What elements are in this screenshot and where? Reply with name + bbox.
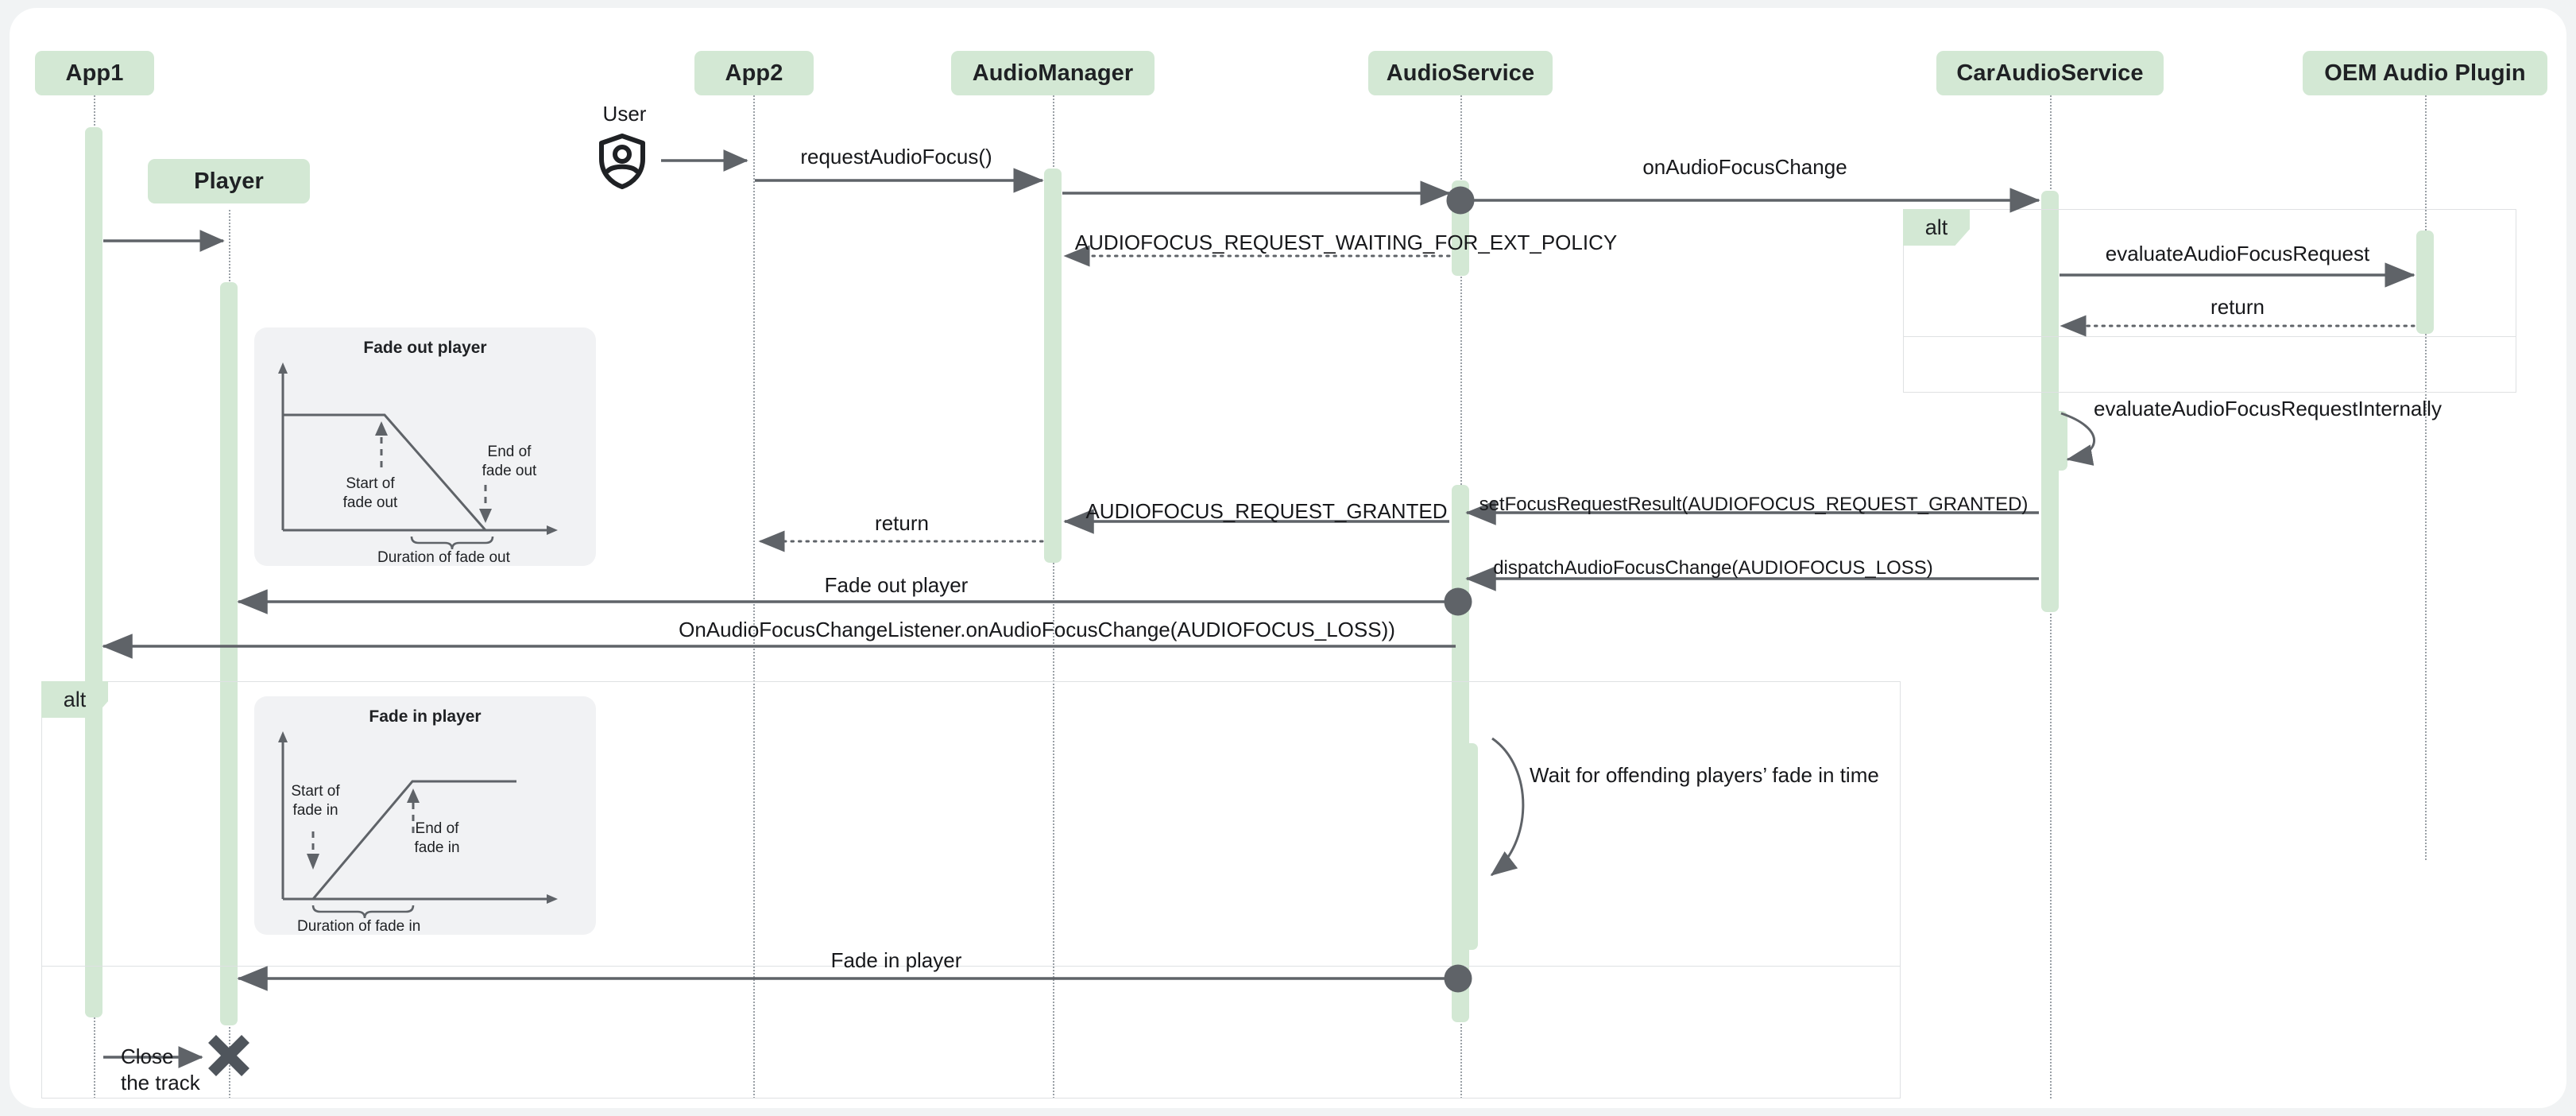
msg-label-fade-in-player: Fade in player bbox=[830, 948, 962, 972]
msg-label-oem-return: return bbox=[2210, 295, 2265, 319]
arrow-wait-fade-in-self bbox=[1490, 737, 1525, 877]
fragment-alt-top bbox=[1903, 209, 2516, 393]
fade-out-chart bbox=[278, 362, 558, 550]
activation-player bbox=[220, 282, 238, 1025]
fade-in-curve bbox=[311, 780, 516, 900]
msg-label-audiomanager-return: return bbox=[875, 511, 929, 535]
fade-out-curve bbox=[283, 413, 487, 531]
note-fade-in-player: Fade in player Start of fade in End of f… bbox=[254, 696, 596, 935]
actor-user[interactable] bbox=[598, 134, 647, 189]
fragment-alt-bottom-label: alt bbox=[63, 687, 87, 711]
participant-label-caraudioservice: CarAudioService bbox=[1956, 60, 2144, 86]
participant-player[interactable]: Player bbox=[148, 159, 310, 203]
note-fade-in-end-label: End of fade in bbox=[414, 820, 460, 856]
activation-app1 bbox=[85, 127, 102, 1017]
participant-label-audioservice: AudioService bbox=[1386, 60, 1535, 86]
msg-label-evaluate-internally: evaluateAudioFocusRequestInternally bbox=[2094, 397, 2442, 420]
msg-label-requestaudiofocus: requestAudioFocus() bbox=[800, 145, 992, 169]
note-fade-in-start-label: Start of fade in bbox=[291, 783, 340, 819]
fade-in-chart bbox=[278, 731, 558, 919]
msg-label-wait-fade-in: Wait for offending players’ fade in time bbox=[1530, 763, 1879, 789]
msg-label-evaluateaudiofocusrequest: evaluateAudioFocusRequest bbox=[2105, 242, 2370, 265]
arrow-evaluate-internally-self bbox=[2060, 412, 2095, 466]
activation-oemplugin bbox=[2416, 231, 2434, 334]
activation-audioservice-3 bbox=[1460, 743, 1478, 950]
shield-person-icon bbox=[599, 134, 645, 189]
participant-label-app1: App1 bbox=[65, 60, 124, 86]
note-fade-out-player: Fade out player Start of fade out End of… bbox=[254, 327, 596, 566]
note-fade-out-duration-label: Duration of fade out bbox=[377, 549, 510, 566]
participant-label-audiomanager: AudioManager bbox=[972, 60, 1134, 86]
participant-label-app2: App2 bbox=[725, 60, 783, 86]
lifeline-oemplugin bbox=[2425, 73, 2427, 860]
note-fade-in-title: Fade in player bbox=[369, 707, 482, 726]
note-fade-out-end-label: End of fade out bbox=[482, 444, 537, 479]
activation-audiomanager bbox=[1044, 169, 1062, 563]
msg-label-onaudiofocuschangelistener: OnAudioFocusChangeListener.onAudioFocusC… bbox=[679, 618, 1395, 641]
msg-label-audiofocus-waiting: AUDIOFOCUS_REQUEST_WAITING_FOR_EXT_POLIC… bbox=[1074, 231, 1618, 254]
note-fade-out-start-label: Start of fade out bbox=[342, 475, 398, 511]
fragment-alt-bottom bbox=[41, 681, 1901, 1099]
participant-app1[interactable]: App1 bbox=[35, 51, 154, 95]
fragment-alt-top-tab: alt bbox=[1903, 209, 1970, 246]
participant-audiomanager[interactable]: AudioManager bbox=[951, 51, 1155, 95]
msg-label-audiofocus-request-granted: AUDIOFOCUS_REQUEST_GRANTED bbox=[1085, 499, 1448, 523]
participant-oemplugin[interactable]: OEM Audio Plugin bbox=[2303, 51, 2547, 95]
msg-label-onaudiofocuschange: onAudioFocusChange bbox=[1642, 155, 1847, 179]
lifeline-audiomanager bbox=[1053, 73, 1054, 1099]
participant-audioservice[interactable]: AudioService bbox=[1368, 51, 1553, 95]
participant-label-player: Player bbox=[194, 168, 264, 194]
actor-label-user: User bbox=[602, 102, 647, 126]
note-fade-in-duration-label: Duration of fade in bbox=[297, 918, 421, 935]
lifeline-app2 bbox=[753, 73, 755, 1099]
fragment-alt-top-label: alt bbox=[1924, 215, 1948, 239]
msg-label-close-the-track: Close the track bbox=[121, 1044, 200, 1097]
note-fade-out-title: Fade out player bbox=[363, 339, 487, 357]
participant-label-oemplugin: OEM Audio Plugin bbox=[2324, 60, 2526, 86]
fragment-alt-top-divider bbox=[1903, 336, 2516, 337]
msg-label-dispatchaudiofocuschange: dispatchAudioFocusChange(AUDIOFOCUS_LOSS… bbox=[1493, 557, 1933, 579]
activation-caraudioservice-self bbox=[2050, 411, 2067, 471]
destroy-marker-player bbox=[208, 1035, 249, 1076]
msg-label-fade-out-player: Fade out player bbox=[824, 573, 969, 597]
fragment-alt-bottom-tab: alt bbox=[41, 681, 108, 718]
participant-app2[interactable]: App2 bbox=[694, 51, 814, 95]
activation-caraudioservice bbox=[2041, 191, 2059, 612]
msg-label-close-the-track-text: Close the track bbox=[121, 1044, 200, 1095]
msg-label-setfocusrequestresult: setFocusRequestResult(AUDIOFOCUS_REQUEST… bbox=[1479, 494, 2029, 515]
msg-label-wait-fade-in-text: Wait for offending players’ fade in time bbox=[1530, 763, 1879, 787]
participant-caraudioservice[interactable]: CarAudioService bbox=[1936, 51, 2164, 95]
